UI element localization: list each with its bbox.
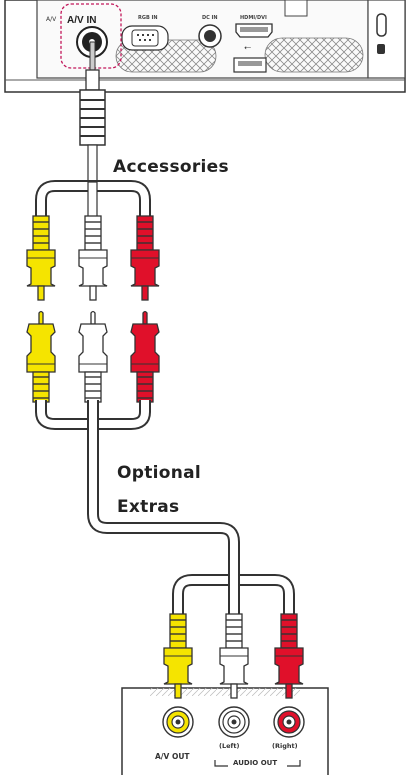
device-plug-yellow: [163, 613, 193, 699]
hdmi-label: HDMI/DVI: [240, 15, 267, 21]
accessories-label: Accessories: [113, 157, 229, 177]
device-plug-white: [219, 613, 249, 699]
audio-out-bracket: [214, 760, 301, 767]
av-partial-label: A/V: [46, 16, 57, 23]
rgb-in-port: [121, 25, 169, 51]
accessory-rca-plugs: [26, 215, 160, 301]
optional-plug-red: [130, 310, 160, 403]
audio-out-label: AUDIO OUT: [233, 759, 278, 767]
device-rca-jacks: [162, 706, 305, 738]
top-notch: [284, 0, 308, 17]
vent-grille-right: [264, 37, 364, 73]
av-out-label: A/V OUT: [155, 752, 190, 761]
av-cable: [35, 41, 151, 221]
left-audio-label: (Left): [219, 742, 240, 750]
device-jack-yellow: [162, 706, 194, 738]
optional-plug-yellow: [26, 310, 56, 403]
accessory-plug-red: [130, 215, 160, 301]
usb-icon: ⭠: [244, 43, 252, 53]
dc-in-port: [198, 24, 222, 48]
device-jack-red: [273, 706, 305, 738]
projector-body: [4, 0, 406, 93]
device-plug-red: [274, 613, 304, 699]
dc-in-label: DC IN: [202, 15, 218, 21]
optional-label-line1: Optional: [117, 463, 202, 483]
rgb-in-label: RGB IN: [138, 15, 158, 21]
right-audio-label: (Right): [272, 742, 298, 750]
usb-port: [233, 57, 267, 73]
optional-rca-plugs: [26, 310, 160, 403]
accessory-plug-white: [78, 215, 108, 301]
av-in-label: A/V IN: [67, 15, 97, 26]
optional-plug-white: [78, 310, 108, 403]
device-jack-white: [218, 706, 250, 738]
accessory-plug-yellow: [26, 215, 56, 301]
security-slot: [376, 13, 387, 54]
av-in-port: [76, 26, 108, 58]
hdmi-port: [235, 23, 273, 38]
side-panel: [367, 0, 406, 79]
optional-label-line2: Extras: [117, 497, 180, 517]
optional-cable: [35, 400, 295, 620]
device-rca-plugs: [163, 613, 304, 699]
